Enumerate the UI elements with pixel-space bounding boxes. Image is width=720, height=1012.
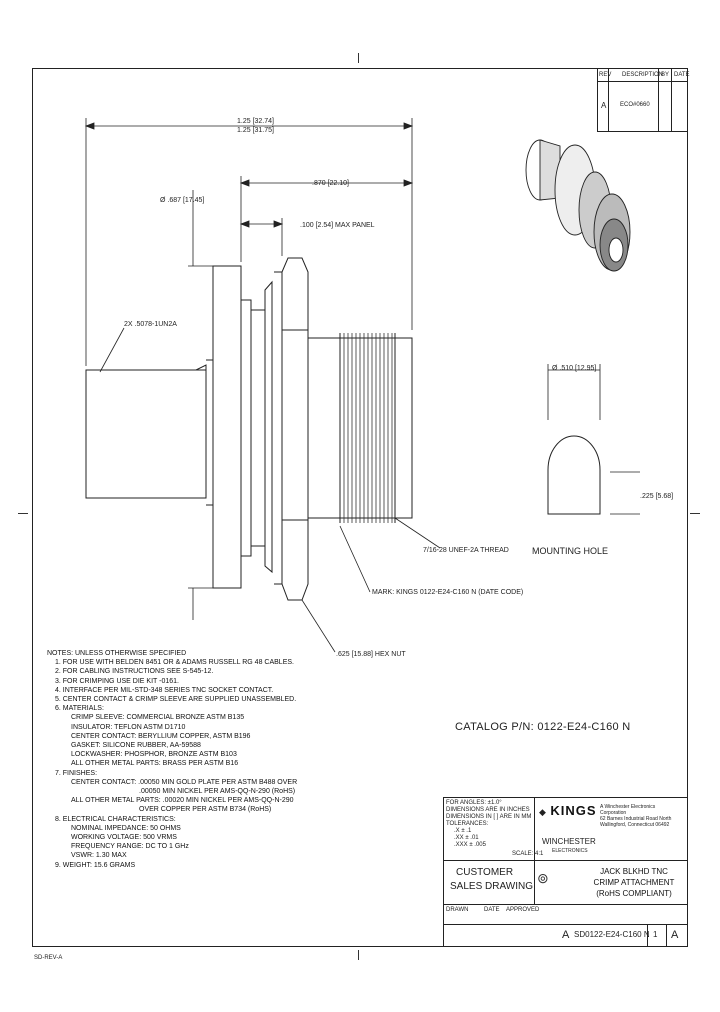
note-line: 5. CENTER CONTACT & CRIMP SLEEVE ARE SUP… <box>55 696 297 704</box>
crimp-sleeve-step <box>195 364 207 499</box>
hex-nut <box>281 257 309 601</box>
rev-row-letter: A <box>601 101 607 110</box>
connector-3d-illustration <box>525 139 631 272</box>
border-tick-left <box>18 513 28 514</box>
dim-body-length: .870 [22.10] <box>312 180 349 187</box>
rev-header: REV <box>599 72 612 78</box>
note-line: NOMINAL IMPEDANCE: 50 OHMS <box>71 824 181 832</box>
drawing-frame <box>32 68 688 947</box>
by-header: BY <box>661 72 670 78</box>
note-line: CRIMP SLEEVE: COMMERCIAL BRONZE ASTM B13… <box>71 714 245 722</box>
drawing-number: SD0122-E24-C160 N <box>574 930 650 939</box>
projection-symbol-icon: ⊚ <box>537 870 549 886</box>
washer-edge <box>264 280 273 574</box>
drawn-label: DRAWN <box>446 907 469 913</box>
dim-thread-callout: 7/16-28 UNEF-2A THREAD <box>423 547 509 554</box>
date-header: DATE <box>674 72 690 78</box>
border-tick-top <box>358 53 359 63</box>
dim-crimp-thread: 2X .5078-1UN2A <box>124 321 177 328</box>
note-line: ALL OTHER METAL PARTS: BRASS PER ASTM B1… <box>71 760 239 768</box>
note-line: FREQUENCY RANGE: DC TO 1 GHz <box>71 843 189 851</box>
border-tick-bottom <box>358 950 359 960</box>
dim-panel-thickness: .100 [2.54] MAX PANEL <box>300 222 375 229</box>
approved-label: APPROVED <box>506 907 540 913</box>
note-line: .00050 MIN NICKEL PER AMS-QQ-N-290 (RoHS… <box>139 788 296 796</box>
scale-label: SCALE: 4:1 <box>512 851 544 857</box>
rev-row-description: ECO#0660 <box>620 102 650 108</box>
note-line: 3. FOR CRIMPING USE DIE KIT -0161. <box>55 677 179 685</box>
dim-hole-flat: .225 [5.68] <box>640 493 674 500</box>
corner-note: SD-REV-A <box>34 955 63 961</box>
title-block: FOR ANGLES: ±1.0° DIMENSIONS ARE IN INCH… <box>443 797 687 946</box>
note-line: INSULATOR: TEFLON ASTM D1710 <box>71 723 186 731</box>
note-line: 4. INTERFACE PER MIL-STD-348 SERIES TNC … <box>55 686 274 694</box>
drawing-notes: NOTES: UNLESS OTHERWISE SPECIFIED 1. FOR… <box>47 649 407 870</box>
tolerance-block: FOR ANGLES: ±1.0° DIMENSIONS ARE IN INCH… <box>446 800 532 848</box>
winchester-logo: WINCHESTER <box>542 837 596 846</box>
customer-label: CUSTOMER <box>456 867 514 878</box>
crimp-sleeve-body <box>85 369 207 499</box>
flange <box>212 265 242 589</box>
dim-hole-diameter: Ø .510 [12.95] <box>552 365 597 372</box>
border-tick-right <box>690 513 700 514</box>
drawing-title: JACK BLKHD TNC CRIMP ATTACHMENT (RoHS CO… <box>593 867 675 898</box>
note-line: NOTES: UNLESS OTHERWISE SPECIFIED <box>47 650 187 657</box>
dim-flange-diameter: Ø .687 [17.45] <box>160 197 205 204</box>
lockwasher <box>250 309 266 547</box>
sheet-number: 1 <box>653 930 658 939</box>
sales-drawing-label: SALES DRAWING <box>450 881 533 892</box>
winchester-sub: ELECTRONICS <box>552 848 588 854</box>
hex-nut-callout: .625 [15.88] HEX NUT <box>336 651 406 658</box>
revision-block: REV DESCRIPTION BY DATE A ECO#0660 <box>597 69 690 132</box>
note-line: 7. FINISHES: <box>55 769 98 777</box>
mounting-hole-label: MOUNTING HOLE <box>532 546 609 556</box>
dim-overall-length-1: 1.25 [32.74] <box>237 118 274 125</box>
mounting-hole-profile <box>547 435 601 515</box>
note-line: CENTER CONTACT: BERYLLIUM COPPER, ASTM B… <box>71 732 251 740</box>
note-line: OVER COPPER PER ASTM B734 (RoHS) <box>139 806 272 814</box>
dim-overall-length-2: 1.25 [31.75] <box>237 127 274 134</box>
size-letter: A <box>562 929 570 941</box>
thread-hatching <box>343 333 393 523</box>
note-line: 8. ELECTRICAL CHARACTERISTICS: <box>55 815 176 823</box>
note-line: 2. FOR CABLING INSTRUCTIONS SEE S-545-12… <box>55 668 214 676</box>
date-label: DATE <box>484 907 500 913</box>
gasket <box>240 299 252 557</box>
marking-callout: MARK: KINGS 0122-E24-C160 N (DATE CODE) <box>372 589 524 596</box>
note-line: WORKING VOLTAGE: 500 VRMS <box>71 834 177 842</box>
company-address: A Winchester Electronics Corporation 62 … <box>600 804 672 828</box>
kings-logo: ◆ KINGS <box>539 803 597 818</box>
revision-letter: A <box>671 929 679 941</box>
note-line: GASKET: SILICONE RUBBER, AA-59588 <box>71 742 201 750</box>
note-line: VSWR: 1.30 MAX <box>71 852 127 860</box>
note-line: LOCKWASHER: PHOSPHOR, BRONZE ASTM B103 <box>71 751 237 759</box>
note-line: 9. WEIGHT: 15.6 GRAMS <box>55 861 136 869</box>
catalog-number: CATALOG P/N: 0122-E24-C160 N <box>455 721 631 733</box>
note-line: CENTER CONTACT: .00050 MIN GOLD PLATE PE… <box>71 778 298 786</box>
note-line: 1. FOR USE WITH BELDEN 8451 OR & ADAMS R… <box>55 659 294 667</box>
description-header: DESCRIPTION <box>622 72 664 78</box>
logo-mark-icon: ◆ <box>539 807 546 817</box>
note-line: ALL OTHER METAL PARTS: .00020 MIN NICKEL… <box>71 797 294 805</box>
note-line: 6. MATERIALS: <box>55 705 104 713</box>
